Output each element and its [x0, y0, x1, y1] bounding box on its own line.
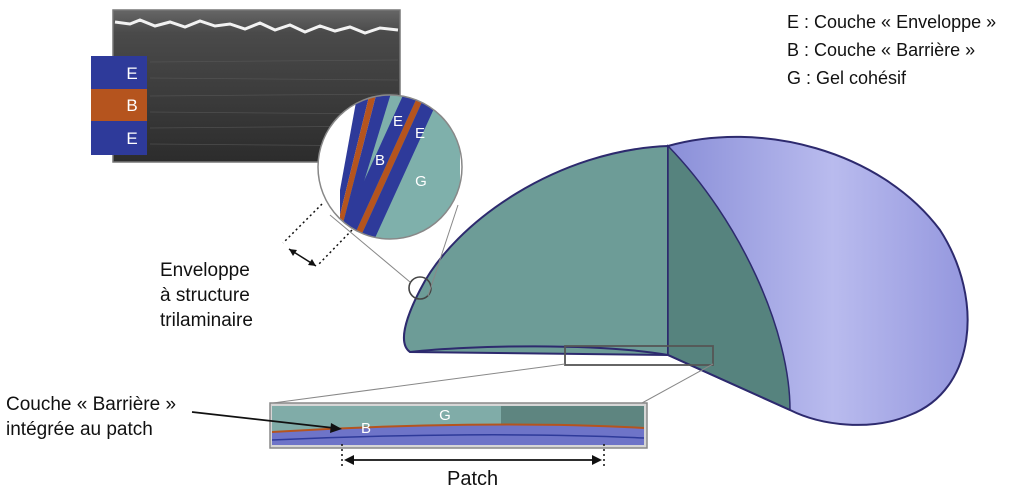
sem-label-b: B — [126, 96, 137, 115]
zoom-label-b: B — [375, 152, 385, 169]
zoom-label-g: G — [415, 173, 427, 190]
legend: E : Couche « Enveloppe » B : Couche « Ba… — [787, 8, 996, 92]
dome-base-edge — [409, 345, 791, 411]
sem-layer-e-bottom — [91, 121, 147, 155]
patch-detail: G B — [269, 402, 648, 466]
patch-detail-marker — [564, 345, 714, 366]
patch-label-g: G — [439, 407, 451, 424]
legend-gel: G : Gel cohésif — [787, 68, 907, 88]
barrier-arrow — [191, 411, 342, 433]
barrier-patch-label: Couche « Barrière » intégrée au patch — [6, 392, 176, 442]
patch-label-b: B — [361, 420, 371, 437]
zoom-label-e1: E — [393, 113, 403, 130]
envelope-label-line3: trilaminaire — [160, 310, 253, 331]
legend-barrier: B : Couche « Barrière » — [787, 40, 976, 60]
envelope-structure-label: Enveloppe à structure trilaminaire — [160, 258, 253, 333]
envelope-label-line2: à structure — [160, 285, 250, 306]
dome-cut-face-right — [667, 144, 791, 412]
legend-envelope: E : Couche « Enveloppe » — [787, 12, 997, 32]
envelope-label-line1: Enveloppe — [160, 260, 250, 281]
dome-cut-face-left — [403, 144, 669, 357]
envelope-zoom-circle: E E B G — [282, 94, 463, 267]
barrier-label-line2: intégrée au patch — [6, 419, 153, 440]
patch-label: Patch — [447, 468, 499, 490]
sem-layer-b — [91, 89, 147, 121]
zoom-label-e2: E — [415, 125, 425, 142]
sem-layer-e-top — [91, 56, 147, 89]
sem-label-e-top: E — [126, 64, 137, 83]
connector-lines — [272, 204, 714, 404]
sem-label-e-bottom: E — [126, 129, 137, 148]
implant-dome — [403, 135, 969, 426]
barrier-label-line1: Couche « Barrière » — [6, 394, 177, 415]
sem-bright-edge — [114, 18, 399, 35]
